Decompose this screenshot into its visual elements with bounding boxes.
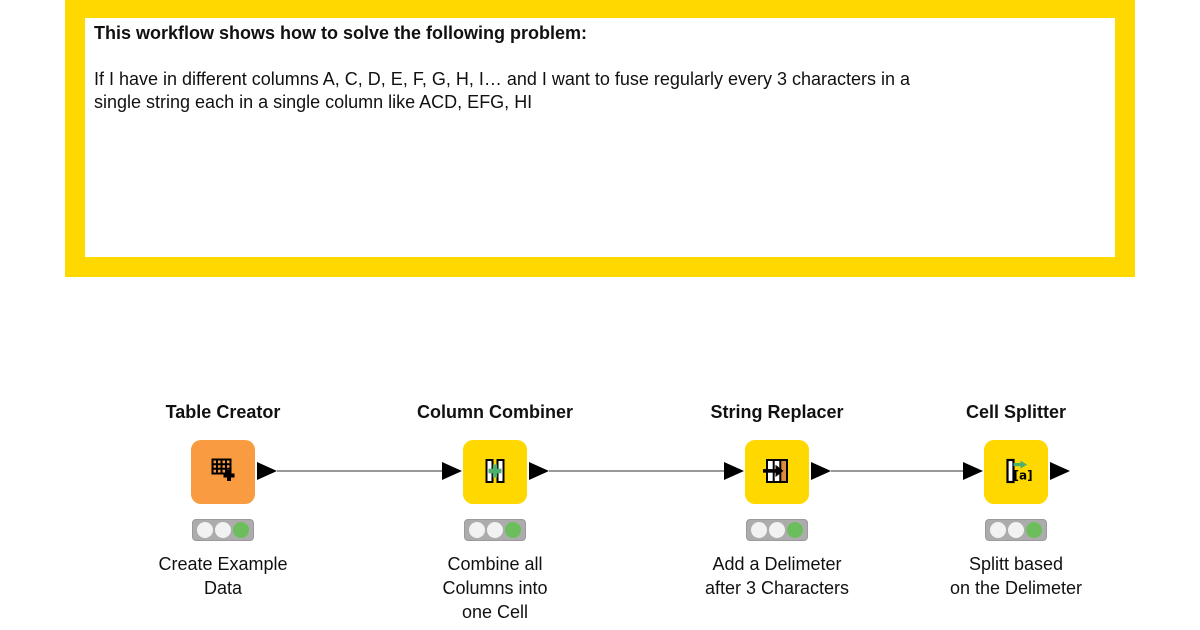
status-light-yellow-off [769,522,785,538]
status-light-red-off [990,522,1006,538]
status-light-red-off [469,522,485,538]
node-title: Table Creator [165,402,281,422]
status-light-green-on [787,522,803,538]
status-light-yellow-off [215,522,231,538]
status-light-green-on [233,522,249,538]
output-port[interactable] [811,462,831,480]
node-body-table-creator[interactable] [191,440,255,504]
status-light-green-on [1026,522,1042,538]
input-port[interactable] [442,462,462,480]
node-title: Column Combiner [417,402,573,422]
traffic-light [192,519,254,541]
status-light-yellow-off [1008,522,1024,538]
node-description: Add a Delimeter after 3 Characters [704,554,850,598]
input-port[interactable] [724,462,744,480]
node-body-string-replacer[interactable] [745,440,809,504]
cell-split-icon: [a] [1006,458,1033,484]
traffic-light [464,519,526,541]
connection-line [549,470,725,472]
input-port[interactable] [963,462,983,480]
output-port[interactable] [529,462,549,480]
annotation-heading: This workflow shows how to solve the fol… [94,23,588,43]
column-merge-icon [485,459,505,483]
node-description: Splitt based on the Delimeter [949,554,1083,598]
connection-line [277,470,443,472]
output-port[interactable] [257,462,277,480]
traffic-light [746,519,808,541]
node-table-creator: Table Creator Create Example Data [113,400,333,630]
workflow-annotation-box[interactable]: This workflow shows how to solve the fol… [65,0,1135,277]
node-body-column-combiner[interactable] [463,440,527,504]
traffic-light [985,519,1047,541]
node-body-cell-splitter[interactable]: [a] [984,440,1048,504]
table-replace-arrow-icon [763,459,788,483]
node-description: Create Example Data [158,554,288,598]
connection-line [831,470,964,472]
status-light-yellow-off [487,522,503,538]
svg-text:[a]: [a] [1014,469,1033,483]
table-plus-icon [211,458,235,481]
node-description: Combine all Columns into one Cell [442,554,548,622]
status-light-red-off [197,522,213,538]
node-string-replacer: String Replacer Add a Delimeter after 3 … [667,400,887,630]
annotation-body: If I have in different columns A, C, D, … [94,69,911,112]
node-cell-splitter: Cell Splitter [a] Splitt based on the De… [906,400,1126,630]
node-column-combiner: Column Combiner Combine all Columns into… [385,400,605,630]
node-title: Cell Splitter [965,402,1067,422]
output-port[interactable] [1050,462,1070,480]
annotation-content: This workflow shows how to solve the fol… [85,18,1115,118]
status-light-red-off [751,522,767,538]
status-light-green-on [505,522,521,538]
node-title: String Replacer [710,402,844,422]
